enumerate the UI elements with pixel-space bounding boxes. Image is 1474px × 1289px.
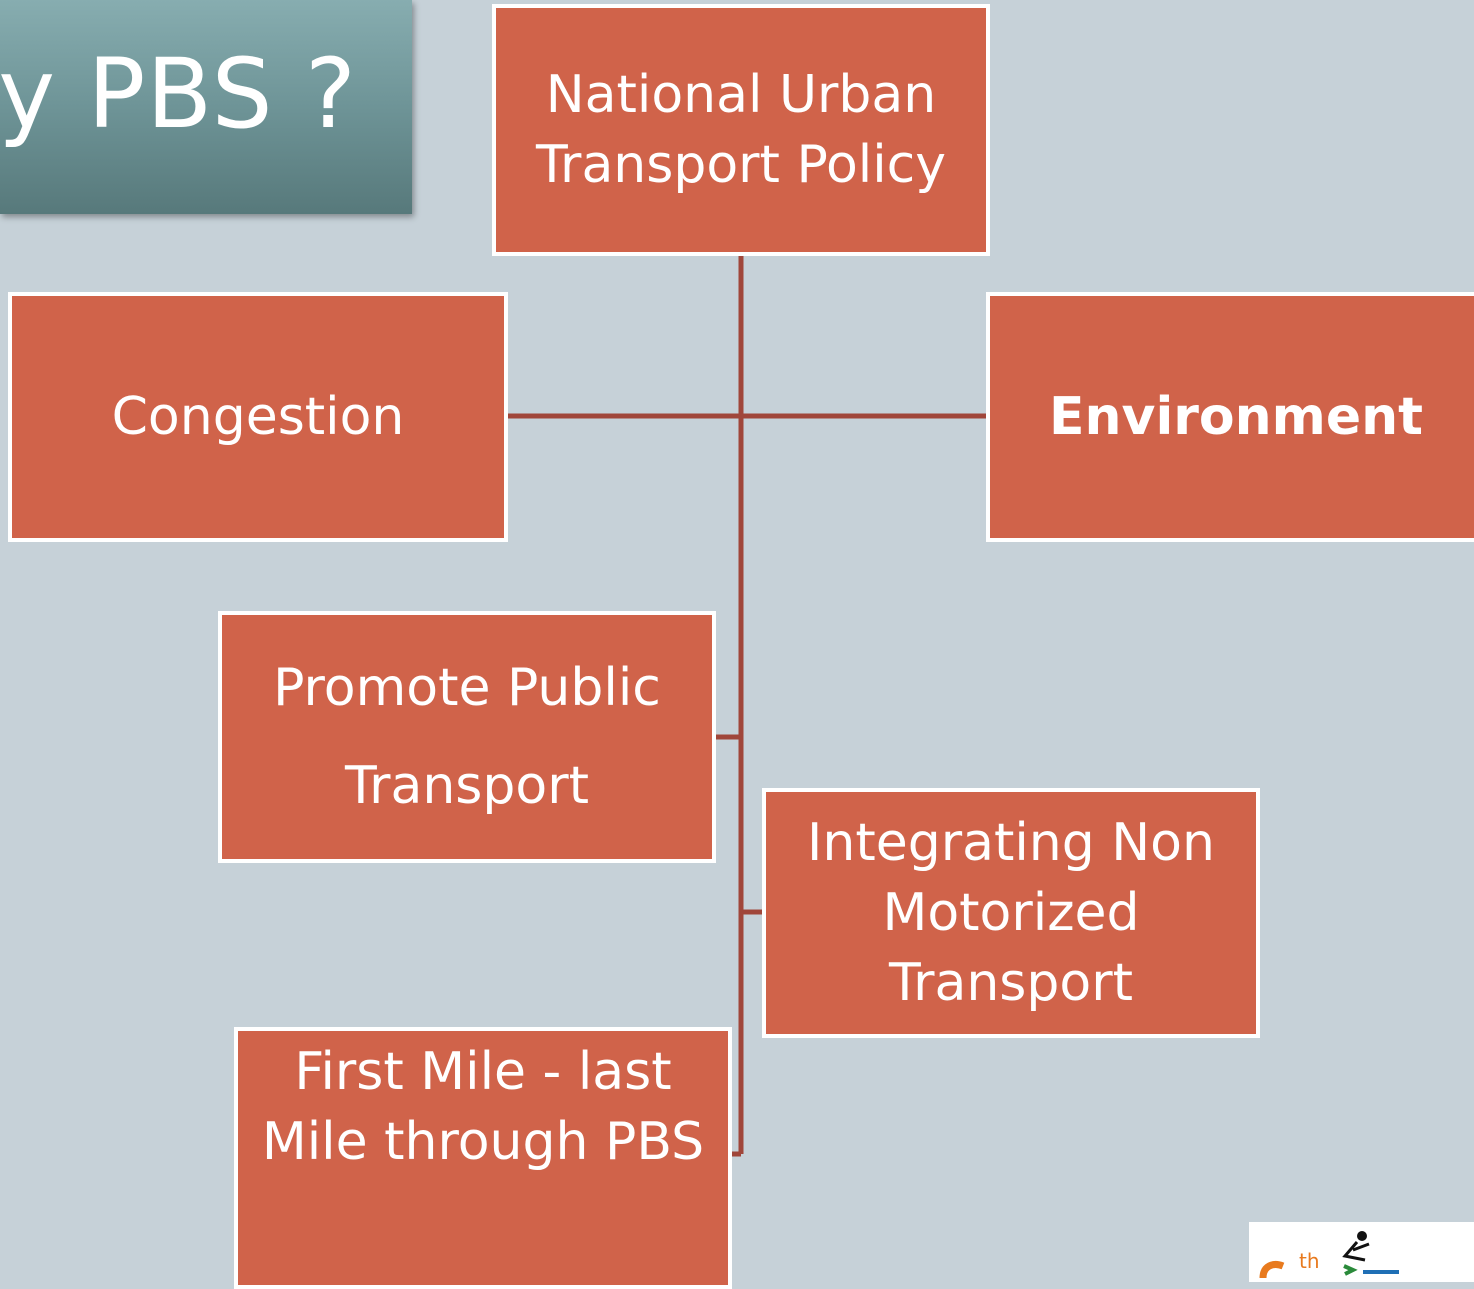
title-banner: ny PBS ?	[0, 0, 412, 214]
logo-superscript: th	[1299, 1249, 1320, 1273]
node-label: Congestion	[111, 387, 405, 447]
page-title: ny PBS ?	[0, 38, 357, 150]
node-first-mile-last-mile: First Mile - last Mile through PBS	[234, 1027, 732, 1289]
node-label: Integrating Non Motorized Transport	[807, 813, 1215, 1013]
node-label: First Mile - last Mile through PBS	[261, 1042, 705, 1172]
node-integrating-non-motorized-transport: Integrating Non Motorized Transport	[762, 788, 1260, 1038]
node-label: Environment	[1049, 387, 1423, 447]
node-label: Promote Public Transport	[273, 658, 661, 816]
cyclist-logo-icon: th	[1259, 1231, 1399, 1279]
node-promote-public-transport: Promote Public Transport	[218, 611, 716, 863]
event-logo: th	[1249, 1222, 1474, 1282]
node-congestion: Congestion	[8, 292, 508, 542]
node-national-urban-transport-policy: National Urban Transport Policy	[492, 4, 990, 256]
node-environment: Environment	[986, 292, 1474, 542]
node-label: National Urban Transport Policy	[535, 65, 947, 195]
